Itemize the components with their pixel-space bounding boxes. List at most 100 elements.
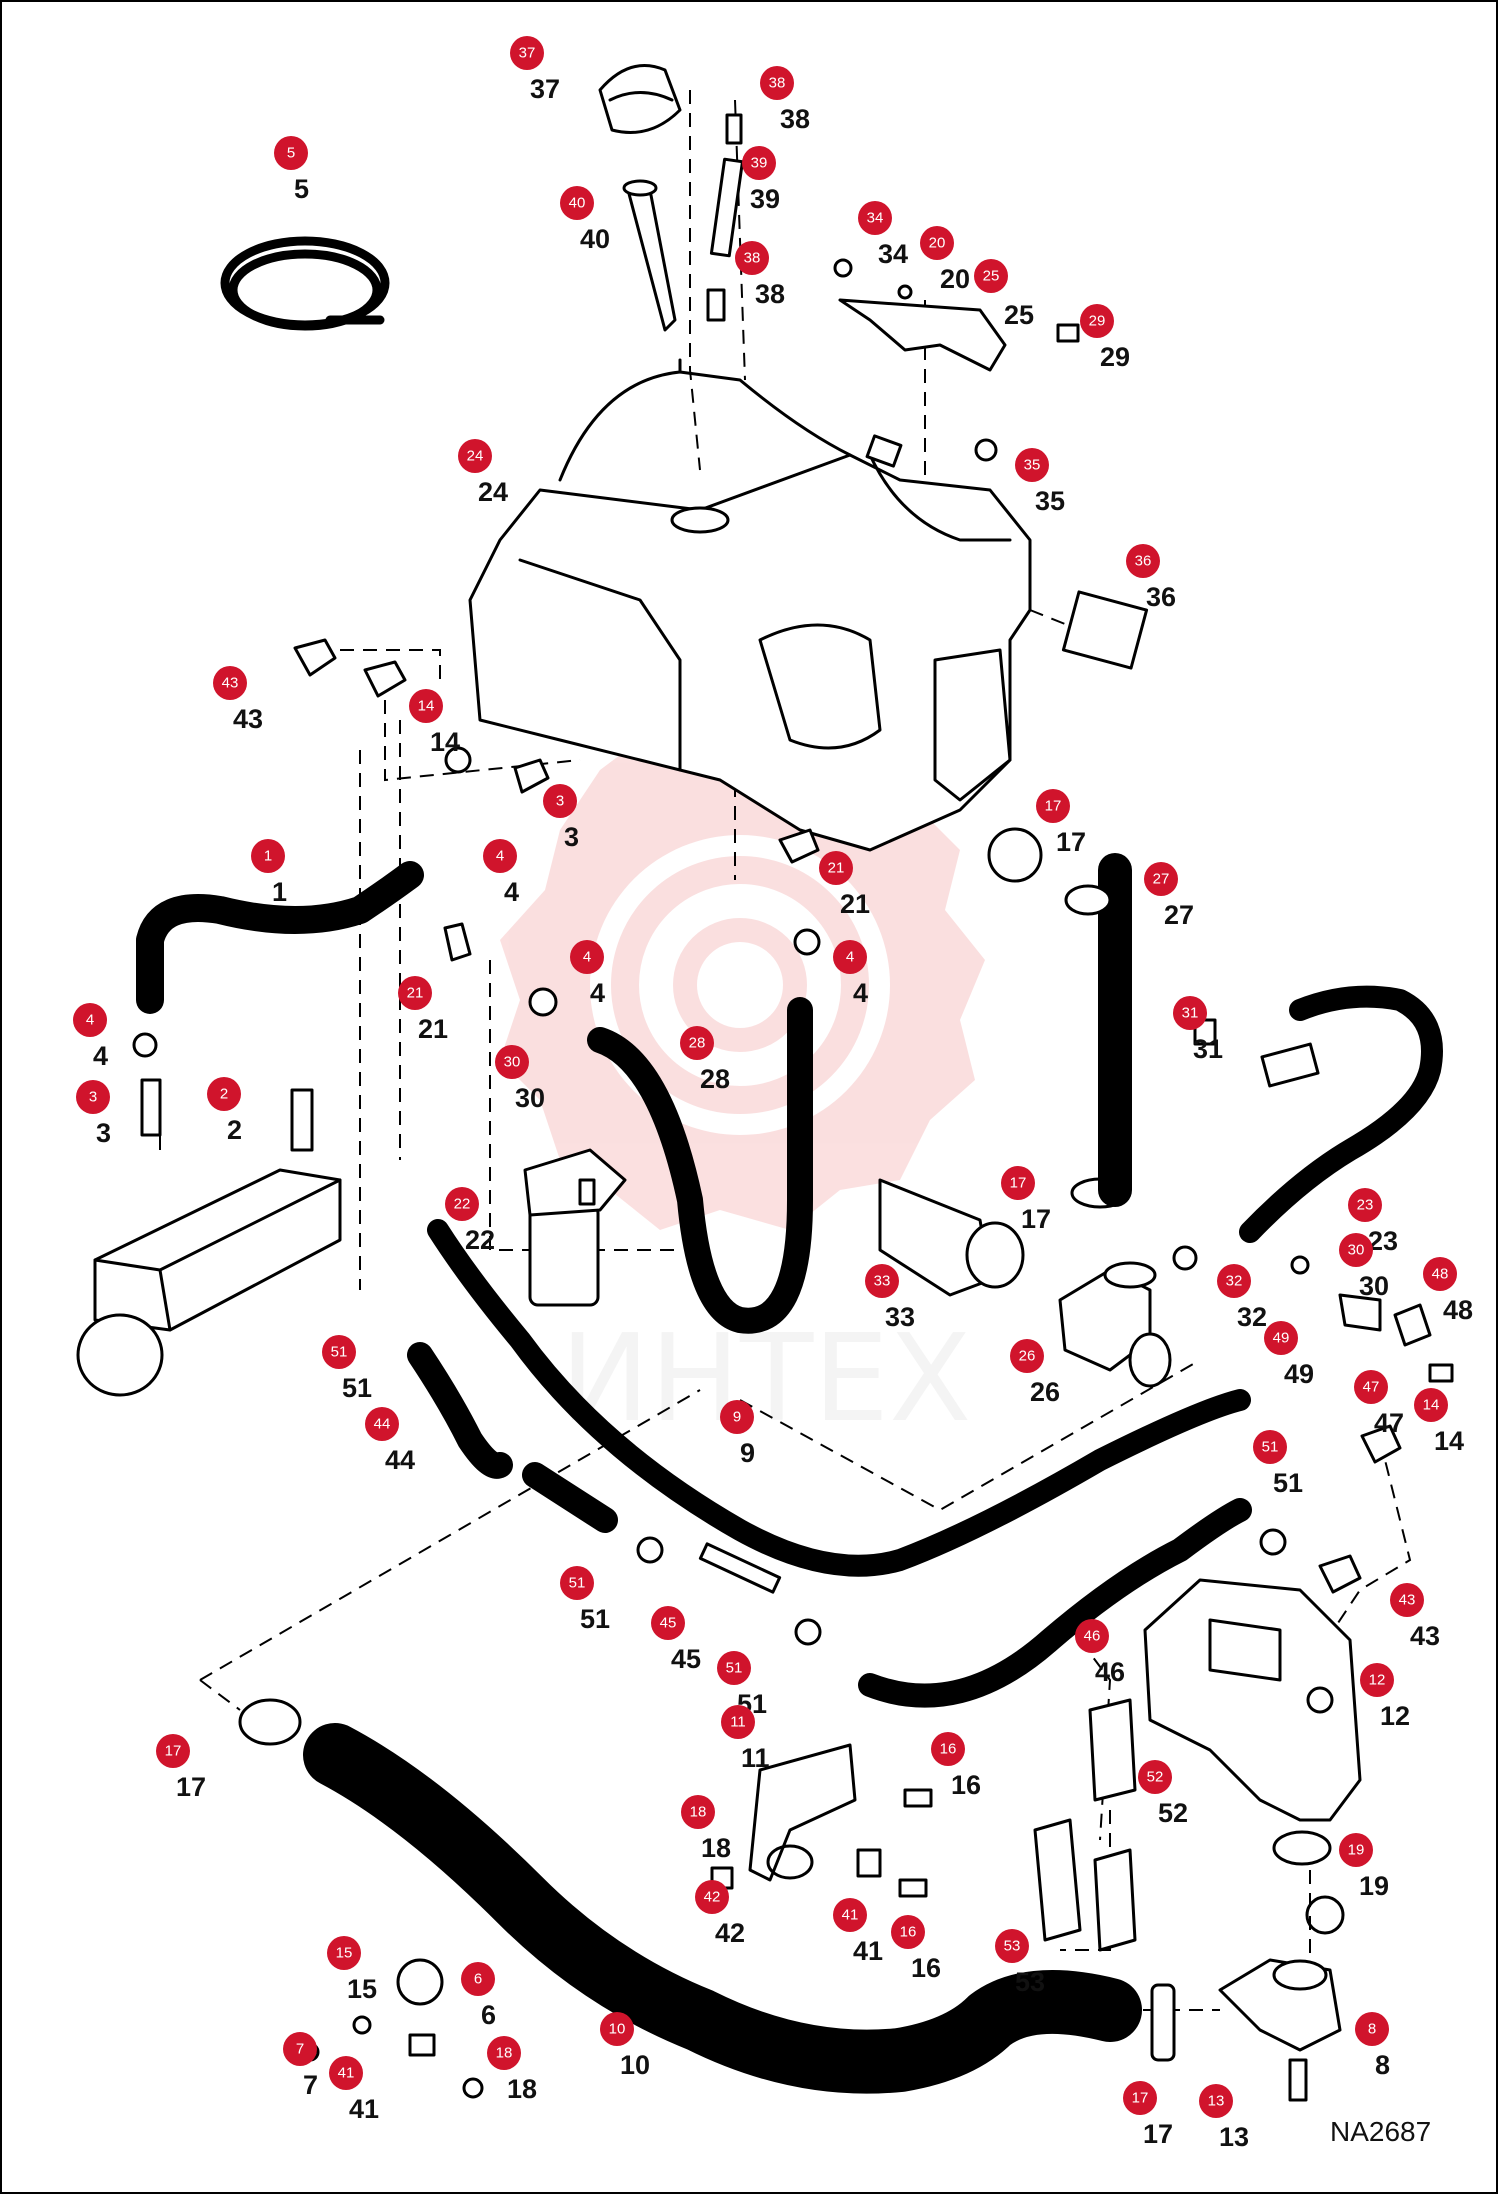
callout-badge [322, 1335, 356, 1369]
callout-badge-number: 22 [454, 1196, 471, 1213]
callout-badge-number: 17 [1010, 1175, 1027, 1192]
part-number: 22 [465, 1225, 495, 1255]
callout-badge-number: 36 [1135, 553, 1152, 570]
part-number: 35 [1035, 486, 1065, 516]
callout-c5: 55 [274, 136, 309, 204]
callout-badge [543, 784, 577, 818]
callout-badge-number: 12 [1369, 1672, 1386, 1689]
callout-badge-number: 48 [1432, 1266, 1449, 1283]
pump-part-12 [1143, 1578, 1362, 1822]
part-number: 51 [580, 1604, 610, 1634]
callout-badge-number: 9 [733, 1409, 741, 1426]
callout-c3b: 33 [76, 1080, 111, 1148]
callout-badge-number: 45 [660, 1615, 677, 1632]
part-number: 41 [853, 1936, 883, 1966]
callout-badge [213, 666, 247, 700]
callout-badge [560, 186, 594, 220]
callout-badge [651, 1606, 685, 1640]
callout-badge-number: 4 [496, 848, 504, 865]
part-number: 25 [1004, 300, 1034, 330]
callout-c14b: 14 14 [1414, 1388, 1464, 1456]
callout-badge [570, 940, 604, 974]
fittings [293, 638, 1402, 1594]
callout-badge-number: 52 [1147, 1769, 1164, 1786]
callout-badge-number: 17 [1132, 2090, 1149, 2107]
callout-badge-number: 2 [220, 1086, 228, 1103]
callout-badge-number: 4 [583, 949, 591, 966]
callout-c4c: 44 [833, 940, 868, 1008]
callout-badge [819, 851, 853, 885]
part-number: 8 [1375, 2050, 1390, 2080]
part-number: 32 [1237, 1302, 1267, 1332]
part-number: 23 [1368, 1226, 1398, 1256]
part-number: 44 [385, 1445, 415, 1475]
callout-badge-number: 24 [467, 448, 484, 465]
callout-badge [858, 201, 892, 235]
callout-badge-number: 18 [496, 2045, 513, 2062]
callout-badge [931, 1732, 965, 1766]
tee-part-26 [1058, 1261, 1172, 1388]
part-number: 3 [96, 1118, 111, 1148]
part-number: 36 [1146, 582, 1176, 612]
callout-badge-number: 26 [1019, 1348, 1036, 1365]
callout-badge [1075, 1619, 1109, 1653]
callout-badge [1339, 1833, 1373, 1867]
callout-badge-number: 3 [89, 1089, 97, 1106]
part-number: 18 [701, 1833, 731, 1863]
part-number: 18 [507, 2074, 537, 2104]
filter-part-22 [523, 1148, 627, 1307]
part-number: 48 [1443, 1295, 1473, 1325]
part-number: 1 [272, 877, 287, 907]
callout-badge-number: 14 [1423, 1397, 1440, 1414]
callout-badge-number: 4 [846, 949, 854, 966]
callout-badge [1036, 789, 1070, 823]
part-number: 33 [885, 1302, 915, 1332]
callout-badge-number: 16 [900, 1924, 917, 1941]
callout-badge [487, 2036, 521, 2070]
bracket-part-25 [833, 258, 1080, 372]
part-number: 17 [1021, 1204, 1051, 1234]
callout-c3a: 33 [543, 784, 579, 852]
callout-badge [1001, 1166, 1035, 1200]
callout-badge [681, 1795, 715, 1829]
callout-c6: 66 [461, 1962, 496, 2030]
callout-badge [445, 1187, 479, 1221]
valve-block-part-2 [76, 1078, 342, 1397]
callout-c4d: 44 [73, 1003, 108, 1071]
callout-badge [76, 1080, 110, 1114]
callout-badge [1173, 996, 1207, 1030]
callout-badge-number: 43 [1399, 1592, 1416, 1609]
callout-badge [695, 1880, 729, 1914]
callout-c7: 77 [283, 2032, 318, 2100]
callout-badge-number: 43 [222, 675, 239, 692]
part-number: 29 [1100, 342, 1130, 372]
part-number: 30 [515, 1083, 545, 1113]
part-number: 14 [1434, 1426, 1464, 1456]
part-number: 40 [580, 224, 610, 254]
callout-badge-number: 30 [504, 1054, 521, 1071]
callout-badge-number: 19 [1348, 1842, 1365, 1859]
callout-badge-number: 6 [474, 1971, 482, 1988]
drawing-code: NA2687 [1330, 2116, 1431, 2147]
callout-badge-number: 21 [407, 985, 424, 1002]
callout-badge [1348, 1188, 1382, 1222]
watermark-text: ИНТЕХ [560, 1310, 971, 1449]
callout-badge [600, 2012, 634, 2046]
bracket-part-11 [748, 1743, 857, 1882]
callout-badge-number: 21 [828, 860, 845, 877]
